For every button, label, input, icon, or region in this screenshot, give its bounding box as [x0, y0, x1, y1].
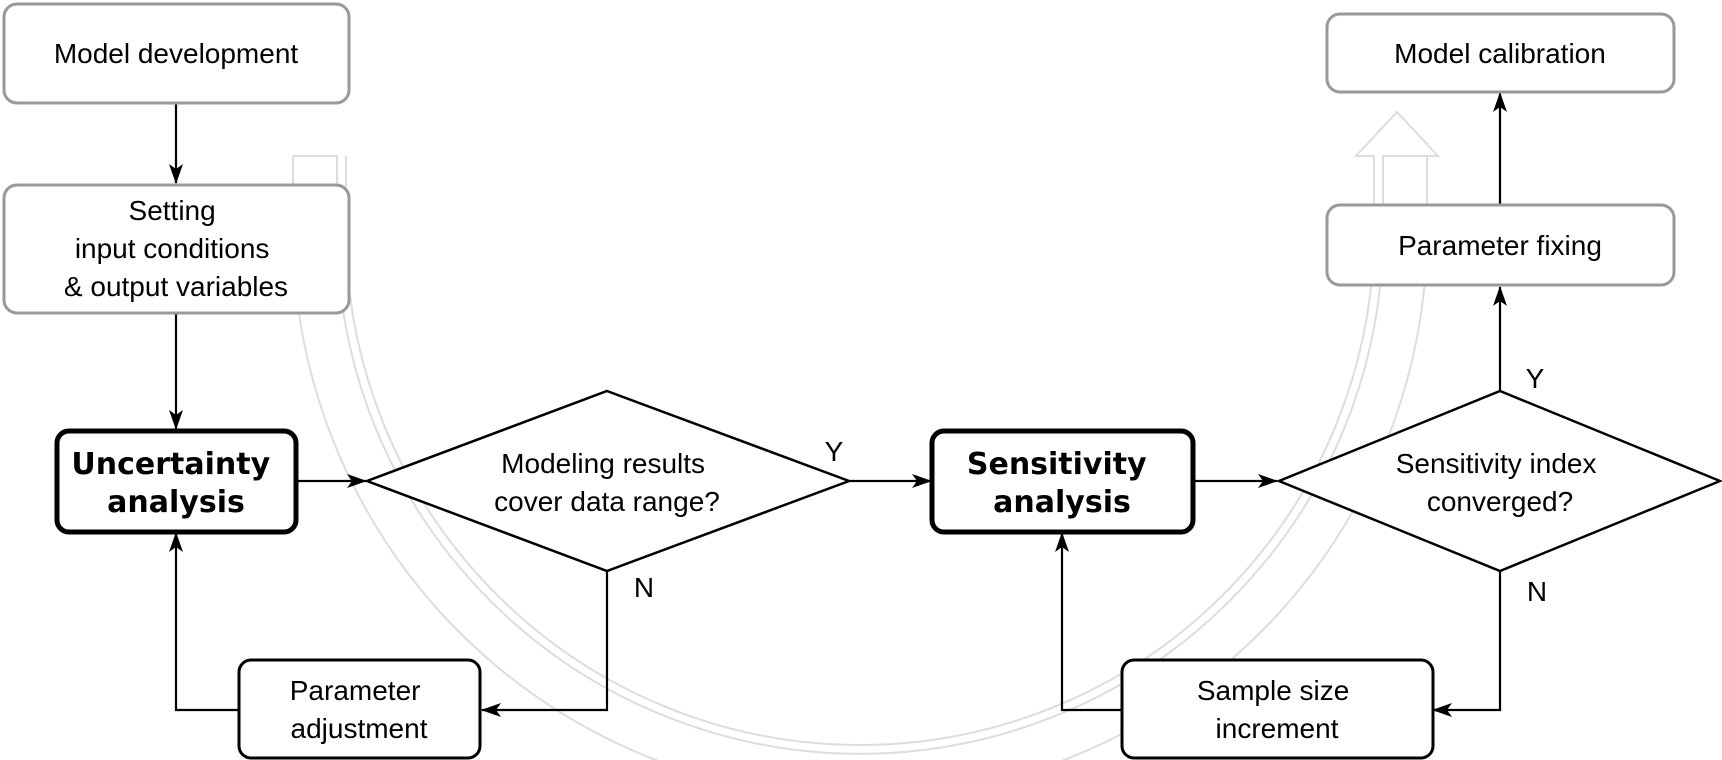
node-setting-input: Setting input conditions & output variab…: [2, 183, 351, 315]
node-parameter-adjustment: Parameter adjustment: [237, 658, 482, 760]
svg-text:Parameter fixing: Parameter fixing: [1398, 230, 1602, 261]
setting-input-label-line-3: & output variables: [64, 271, 288, 302]
svg-text:Parameter adjustment: Parameter adjustment: [290, 675, 429, 744]
svg-text:Sensitivity index conver: Sensitivity index converged?: [1396, 448, 1605, 517]
node-coverage-decision: Modeling results cover data range?: [363, 389, 853, 573]
model-calibration-label: Model calibration: [1394, 38, 1606, 69]
uncertainty-analysis-label-line-2: analysis: [107, 485, 245, 520]
connectors: [169, 92, 1507, 717]
coverage-decision-label-line-2: cover data range?: [494, 486, 720, 517]
background-cycle-arrow: [293, 110, 1441, 755]
parameter-adjustment-label-line-1: Parameter: [290, 675, 421, 706]
convergence-no-label: N: [1527, 576, 1547, 607]
sample-size-increment-label-line-2: increment: [1216, 713, 1339, 744]
svg-text:Modeling results cover d: Modeling results cover data range?: [494, 448, 720, 517]
svg-text:Setting input conditions: Setting input conditions & output variab…: [64, 195, 288, 302]
parameter-fixing-label: Parameter fixing: [1398, 230, 1602, 261]
edge-coverage-no-to-adjustment: [481, 571, 609, 717]
edge-adjustment-to-uncertainty: [169, 532, 238, 712]
model-development-label: Model development: [54, 38, 299, 69]
node-model-development: Model development: [2, 2, 351, 105]
svg-text:Uncertainty analysis: Uncertainty analysis: [71, 447, 280, 520]
coverage-no-label: N: [634, 572, 654, 603]
node-sensitivity-analysis: Sensitivity analysis: [929, 428, 1196, 535]
coverage-yes-label: Y: [825, 436, 844, 467]
sample-size-increment-label-line-1: Sample size: [1197, 675, 1350, 706]
convergence-yes-label: Y: [1526, 363, 1545, 394]
svg-text:Sample size increment: Sample size increment: [1197, 675, 1357, 744]
setting-input-label-line-2: input conditions: [75, 233, 270, 264]
uncertainty-analysis-label-line-1: Uncertainty: [71, 447, 270, 482]
svg-text:Sensitivity analysis: Sensitivity analysis: [967, 447, 1157, 520]
node-parameter-fixing: Parameter fixing: [1325, 203, 1676, 287]
sensitivity-analysis-label-line-1: Sensitivity: [967, 447, 1147, 482]
svg-text:Model calibration: Model calibration: [1394, 38, 1606, 69]
node-uncertainty-analysis: Uncertainty analysis: [54, 428, 299, 535]
coverage-decision-label-line-1: Modeling results: [501, 448, 705, 479]
node-model-calibration: Model calibration: [1325, 12, 1676, 94]
edge-convergence-no-to-increment: [1432, 571, 1502, 717]
node-convergence-decision: Sensitivity index converged?: [1275, 389, 1722, 573]
convergence-decision-label-line-2: converged?: [1427, 486, 1573, 517]
parameter-adjustment-label-line-2: adjustment: [291, 713, 428, 744]
setting-input-label-line-1: Setting: [129, 195, 216, 226]
convergence-decision-label-line-1: Sensitivity index: [1396, 448, 1597, 479]
sensitivity-analysis-label-line-2: analysis: [993, 485, 1131, 520]
svg-text:Model development: Model development: [54, 38, 299, 69]
node-sample-size-increment: Sample size increment: [1120, 658, 1435, 760]
edge-increment-to-sensitivity: [1055, 532, 1121, 712]
